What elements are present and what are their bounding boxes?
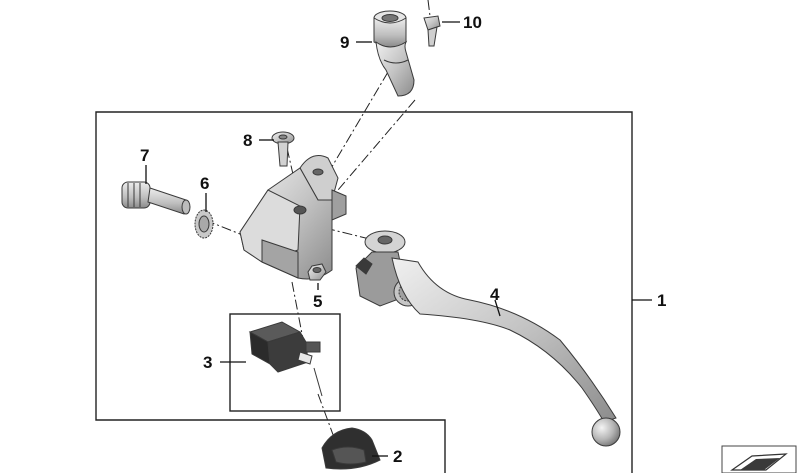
adjuster-wheel-part-6 xyxy=(194,209,214,239)
callout-2: 2 xyxy=(393,447,402,466)
lever-part-4 xyxy=(355,230,621,447)
leader-lines xyxy=(145,21,652,457)
callout-6: 6 xyxy=(200,174,209,193)
screw-part-10 xyxy=(423,0,441,47)
switch-part-3 xyxy=(229,313,341,412)
callout-9: 9 xyxy=(340,33,349,52)
lever-housing xyxy=(239,155,347,280)
callout-8: 8 xyxy=(243,131,252,150)
assembly-frame xyxy=(95,111,633,473)
clamp-part-9 xyxy=(373,10,415,97)
callout-5: 5 xyxy=(313,292,322,311)
callout-10: 10 xyxy=(463,13,482,32)
callout-4: 4 xyxy=(490,285,500,304)
screw-part-8 xyxy=(271,131,295,167)
cover-part-2 xyxy=(321,427,381,470)
callout-1: 1 xyxy=(657,291,666,310)
nut-part-5 xyxy=(307,263,327,281)
callout-7: 7 xyxy=(140,146,149,165)
callout-3: 3 xyxy=(203,353,212,372)
corner-symbol-icon xyxy=(721,445,797,473)
pivot-pin-part-7 xyxy=(121,181,191,215)
